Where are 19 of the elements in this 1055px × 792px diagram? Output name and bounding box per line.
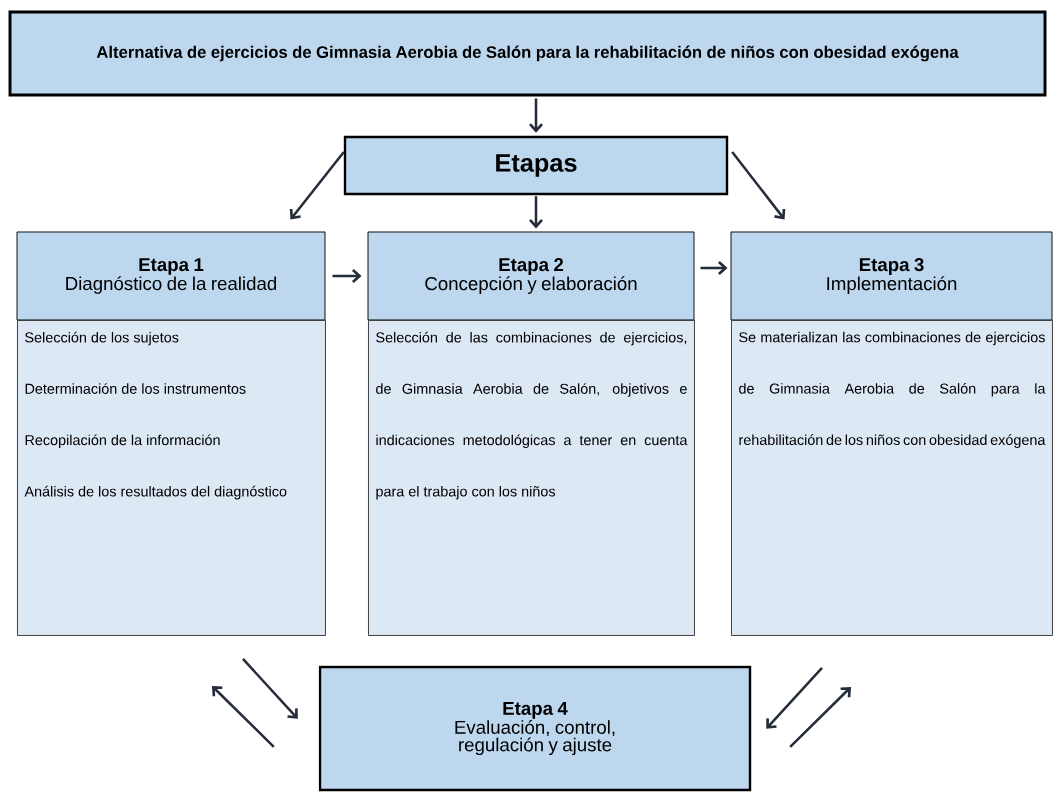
- stage-body-box: Selección de las combinaciones de ejercicios, de Gimnasia Aerobia de Salón, objetivos e indicaciones metodológicas a tener en cuenta para el trabajo con los niños: [368, 320, 695, 636]
- stage-header-box: Etapa 1 Diagnóstico de la realidad: [16, 231, 326, 321]
- stage-box: Etapa 4 Evaluación, control, regulación y ajuste: [318, 665, 752, 792]
- stage-header-box: Etapa 3 Implementación: [730, 231, 1053, 321]
- arrow: [766, 667, 823, 729]
- stage-header-box: Etapa 2 Concepción y elaboración: [367, 231, 695, 321]
- arrow: [211, 685, 275, 748]
- arrow: [529, 196, 543, 229]
- title-box: Alternativa de ejercicios de Gimnasia Aerobia de Salón para la rehabilitación de niños con obesidad exógena: [8, 10, 1047, 97]
- stage-body-box: Selección de los sujetos Determinación de los instrumentos Recopilación de la información Análisis de los resultados del diagnóstico: [17, 320, 326, 636]
- arrow: [529, 98, 543, 133]
- heading-box: Etapas: [343, 135, 729, 196]
- stage-body-box: Se materializan las combinaciones de ejercicios de Gimnasia Aerobia de Salón para la rehabilitación de los niños con obesidad exógena: [731, 320, 1053, 636]
- arrow: [242, 658, 298, 719]
- arrow: [700, 261, 728, 275]
- arrow: [789, 686, 851, 748]
- arrow: [731, 151, 786, 220]
- arrow: [332, 269, 362, 283]
- arrow: [289, 151, 345, 220]
